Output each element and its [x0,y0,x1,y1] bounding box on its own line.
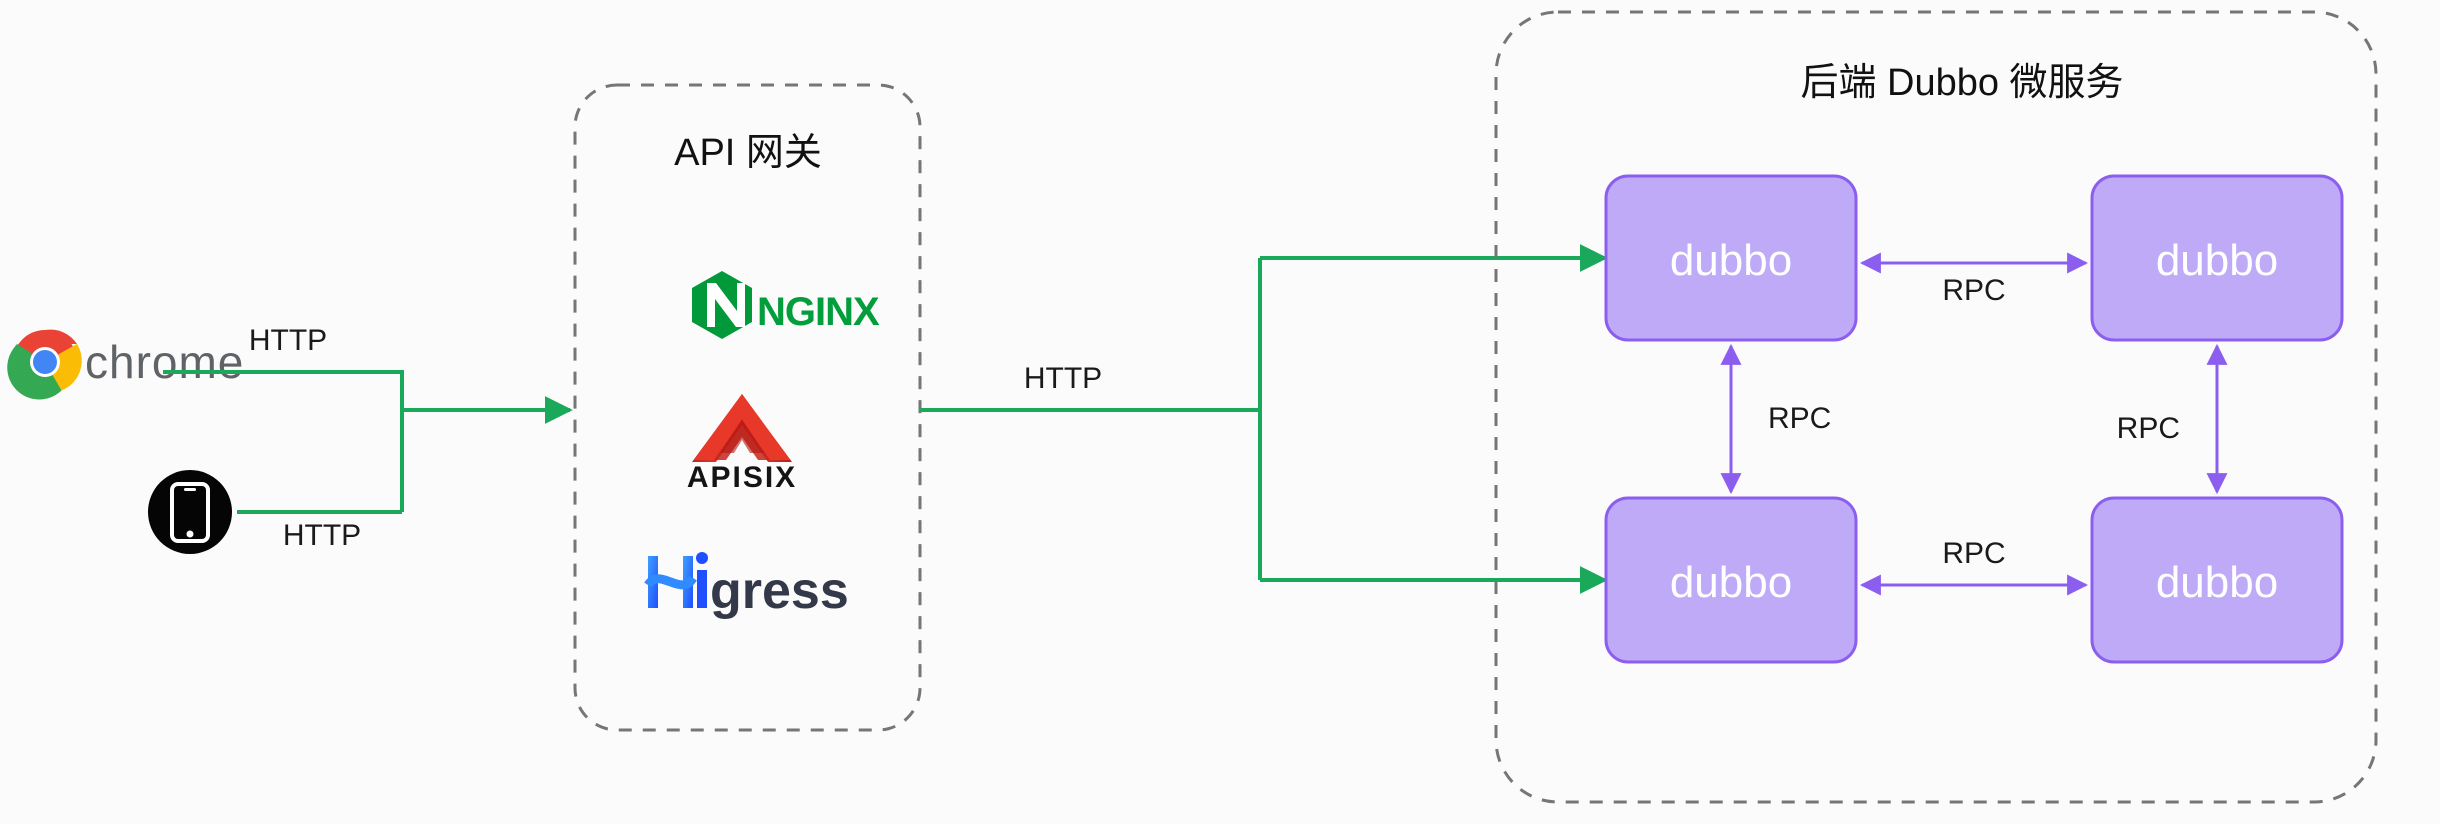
dubbo-node-top-right-box[interactable] [2090,174,2344,342]
api-gateway-title: API 网关 [674,132,822,174]
apisix-label: APISIX [687,461,797,494]
mobile-phone-icon [148,470,232,554]
higress-logo-icon [644,552,708,608]
dubbo-node-top-right[interactable]: dubbo [2090,174,2344,342]
dubbo-node-bottom-left-label: dubbo [1670,558,1792,607]
rpc-label-top-horizontal: RPC [1942,274,2005,307]
nginx-label: NGINX [757,290,880,334]
backend-container [1494,10,2378,804]
rpc-label-left-vertical: RPC [1768,402,1831,435]
backend-title: 后端 Dubbo 微服务 [1800,62,2123,104]
dubbo-node-bottom-right[interactable]: dubbo [2090,496,2344,664]
chrome-logo-icon [7,329,82,400]
nginx-logo-icon [692,271,752,339]
rpc-label-bottom-horizontal: RPC [1942,537,2005,570]
rpc-label-right-vertical: RPC [2117,412,2180,445]
dubbo-node-bottom-right-box[interactable] [2090,496,2344,664]
dubbo-node-bottom-right-label: dubbo [2156,558,2278,607]
dubbo-node-bottom-left-box[interactable] [1604,496,1858,664]
http-label-chrome: HTTP [249,324,327,357]
dubbo-node-top-left-label: dubbo [1670,236,1792,285]
http-label-gateway-backend: HTTP [1024,362,1102,395]
dubbo-node-top-left-box[interactable] [1604,174,1858,342]
higress-label: gress [710,562,849,620]
dubbo-node-top-left[interactable]: dubbo [1604,174,1858,342]
api-gateway-container [573,83,922,732]
http-label-mobile: HTTP [283,519,361,552]
apisix-logo-icon [692,394,792,462]
chrome-label: chrome [85,336,244,388]
dubbo-node-top-right-label: dubbo [2156,236,2278,285]
dubbo-node-bottom-left[interactable]: dubbo [1604,496,1858,664]
